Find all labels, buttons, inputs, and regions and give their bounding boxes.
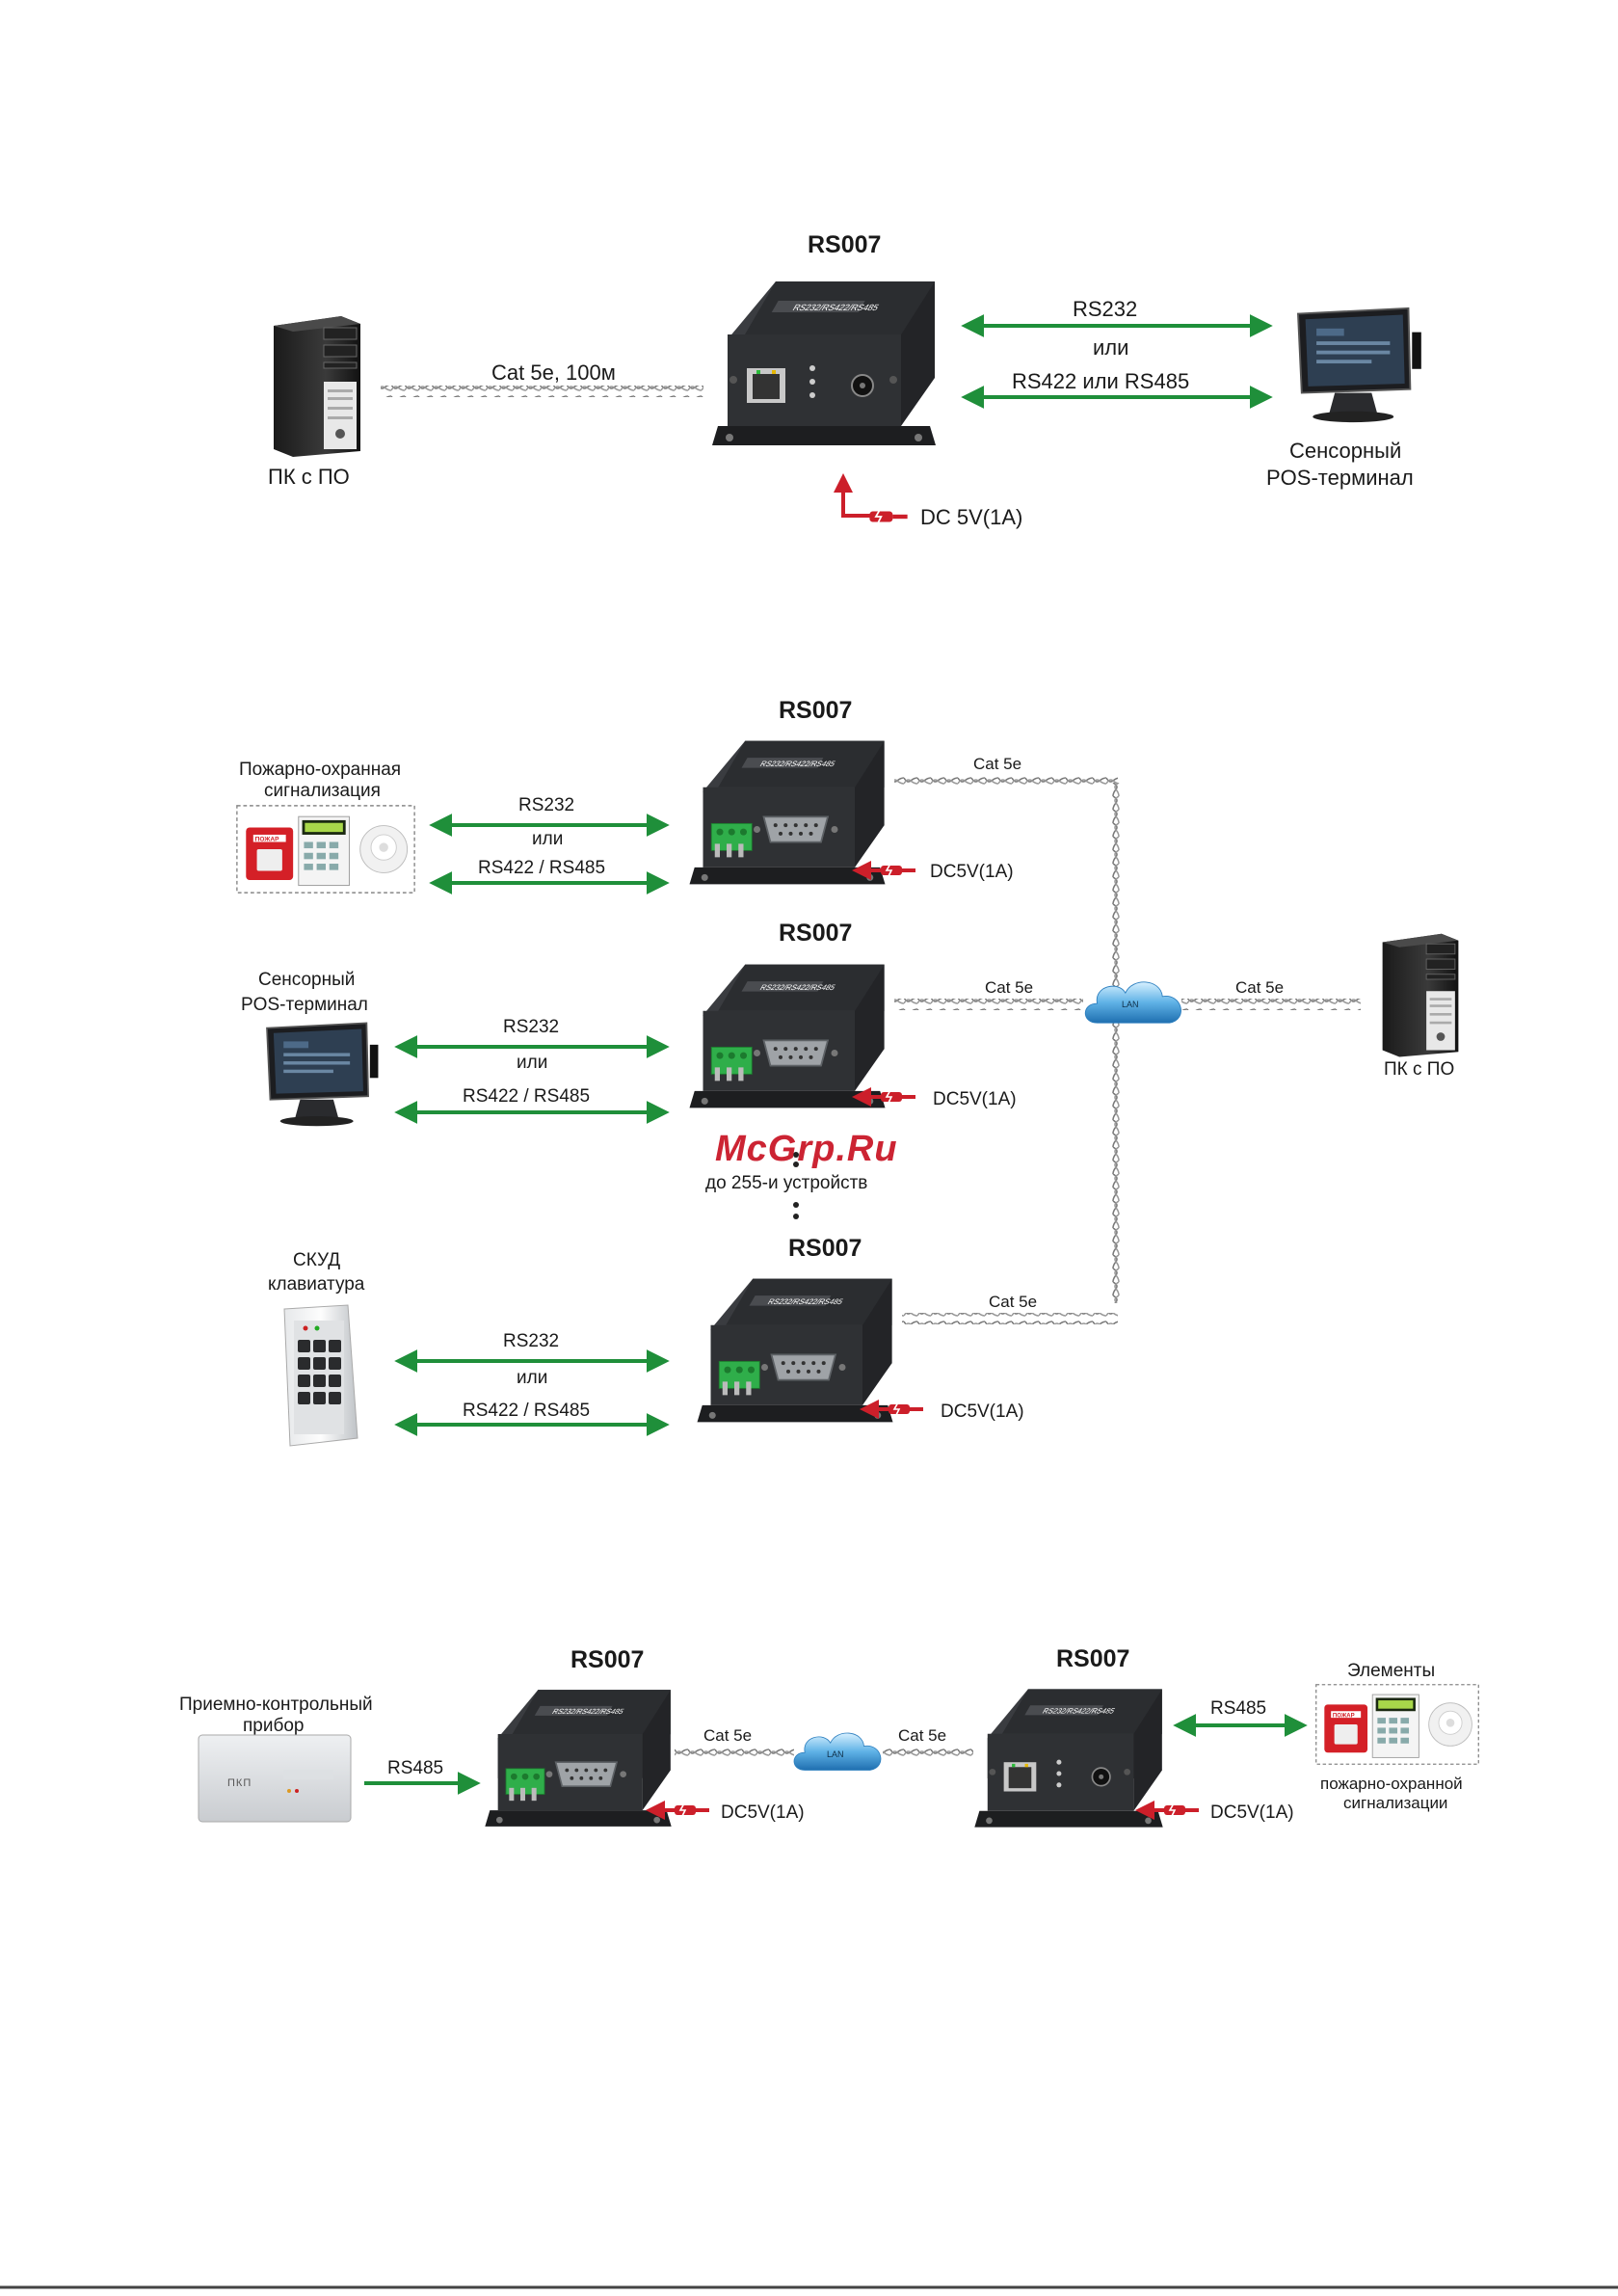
cat5e-cable	[894, 775, 1118, 787]
cat5e-cable	[894, 999, 1083, 1010]
unit-1: Пожарно-охранная сигнализация RS232 или …	[236, 697, 1118, 894]
diagram-2: Пожарно-охранная сигнализация RS232 или …	[236, 697, 1459, 1447]
device-label: RS007	[779, 920, 852, 947]
panel-label-2: прибор	[243, 1716, 305, 1736]
rs007-device	[688, 739, 887, 886]
cable-left-label: Cat 5e	[703, 1726, 752, 1745]
ellipsis-dot	[793, 1152, 799, 1158]
unit-2: Сенсорный POS-терминал RS232 или RS422 /…	[241, 920, 1083, 1128]
power-plug-icon	[888, 1402, 924, 1418]
pc-label: ПК с ПО	[268, 465, 350, 489]
device-label: RS007	[779, 697, 852, 724]
peripheral-label-1: Пожарно-охранная	[239, 760, 401, 780]
backbone-cable	[1110, 783, 1122, 1303]
cat5e-cable-right	[883, 1747, 973, 1758]
unit-3: СКУД клавиатура RS232 или RS422 / RS485 …	[268, 1235, 1118, 1447]
elements-sub-1: пожарно-охранной	[1320, 1775, 1463, 1793]
diagram-3: Приемно-контрольный прибор ПКП RS485 RS0…	[179, 1645, 1479, 1829]
peripheral-label-1: СКУД	[293, 1250, 340, 1270]
peripheral-label-1: Сенсорный	[258, 970, 355, 990]
cat5e-cable	[902, 1313, 1118, 1324]
left-link-label: RS485	[387, 1758, 443, 1778]
peripheral-label-2: POS-терминал	[241, 995, 368, 1015]
fire-alarm-kit-icon	[236, 805, 415, 894]
device-label: RS007	[808, 231, 881, 258]
rs007-device	[710, 280, 938, 447]
power-plug-icon	[868, 508, 909, 526]
power-plug-icon	[880, 863, 916, 879]
cat5e-cable-left	[675, 1747, 794, 1758]
power-label: DC5V(1A)	[930, 862, 1014, 882]
cable-label: Cat 5e	[985, 978, 1033, 997]
tower-pc-icon	[1382, 933, 1459, 1058]
power-right-label: DC5V(1A)	[1210, 1802, 1294, 1823]
right-device-label: RS007	[1056, 1645, 1129, 1672]
lan-label: LAN	[1122, 1000, 1139, 1009]
pos-terminal-icon	[266, 1022, 380, 1128]
link-bottom-label: RS422 / RS485	[478, 858, 605, 878]
device-label: RS007	[788, 1235, 862, 1262]
peripheral-label-2: клавиатура	[268, 1274, 365, 1295]
link-top-label: RS232	[518, 795, 574, 815]
link-or-label: или	[517, 1368, 547, 1388]
link-top-label: RS232	[503, 1017, 559, 1037]
rs007-device	[696, 1277, 894, 1424]
pc-cable	[1181, 999, 1361, 1010]
link-or-label: или	[1093, 335, 1128, 360]
watermark: McGrp.Ru	[715, 1129, 898, 1169]
pc-cable-label: Cat 5e	[1235, 978, 1284, 997]
power-arrow	[834, 473, 882, 518]
link-bottom-label: RS422 или RS485	[1012, 369, 1189, 393]
pos-terminal-icon	[1297, 307, 1422, 424]
link-top-label: RS232	[503, 1331, 559, 1351]
tower-pc-icon	[273, 315, 361, 458]
rs007-device-right	[973, 1688, 1164, 1829]
power-label: DC5V(1A)	[941, 1402, 1024, 1422]
lan-label: LAN	[827, 1749, 844, 1759]
cable-label: Cat 5e, 100м	[491, 360, 616, 385]
diagram-1: ПК с ПО Cat 5e, 100м RS007 RS232 или RS4…	[268, 231, 1422, 529]
right-link-label: RS485	[1210, 1698, 1266, 1719]
cable-label: Cat 5e	[989, 1293, 1037, 1311]
power-label: DC 5V(1A)	[920, 505, 1022, 529]
link-bottom-label: RS422 / RS485	[463, 1086, 590, 1107]
link-or-label: или	[532, 829, 563, 849]
terminal-label-1: Сенсорный	[1289, 439, 1401, 463]
left-device-label: RS007	[570, 1646, 644, 1673]
cat5e-cable	[381, 386, 703, 397]
cable-label: Cat 5e	[973, 755, 1021, 773]
power-plug-icon	[674, 1802, 710, 1819]
power-label: DC5V(1A)	[933, 1089, 1017, 1109]
panel-label-1: Приемно-контрольный	[179, 1695, 373, 1715]
fire-alarm-kit-icon	[1315, 1684, 1479, 1765]
control-panel-icon: ПКП	[198, 1734, 352, 1823]
power-plug-icon	[880, 1089, 916, 1106]
link-bottom-label: RS422 / RS485	[463, 1401, 590, 1421]
panel-face-text: ПКП	[227, 1777, 252, 1789]
cable-right-label: Cat 5e	[898, 1726, 946, 1745]
ellipsis-dot	[793, 1214, 799, 1219]
ellipsis-dot	[793, 1202, 799, 1208]
peripheral-label-2: сигнализация	[264, 781, 381, 801]
link-or-label: или	[517, 1053, 547, 1073]
ellipsis-dot	[793, 1161, 799, 1167]
power-plug-icon	[1163, 1802, 1200, 1819]
power-left-label: DC5V(1A)	[721, 1802, 805, 1823]
elements-sub-2: сигнализации	[1343, 1794, 1447, 1812]
terminal-label-2: POS-терминал	[1266, 466, 1414, 490]
pc-label: ПК с ПО	[1384, 1059, 1454, 1080]
access-keypad-icon	[283, 1304, 358, 1447]
rs007-device-left	[484, 1689, 673, 1828]
elements-label: Элементы	[1347, 1661, 1435, 1681]
devices-count-label: до 255-и устройств	[705, 1173, 867, 1193]
rs007-device	[688, 963, 887, 1109]
link-top-label: RS232	[1073, 297, 1137, 321]
